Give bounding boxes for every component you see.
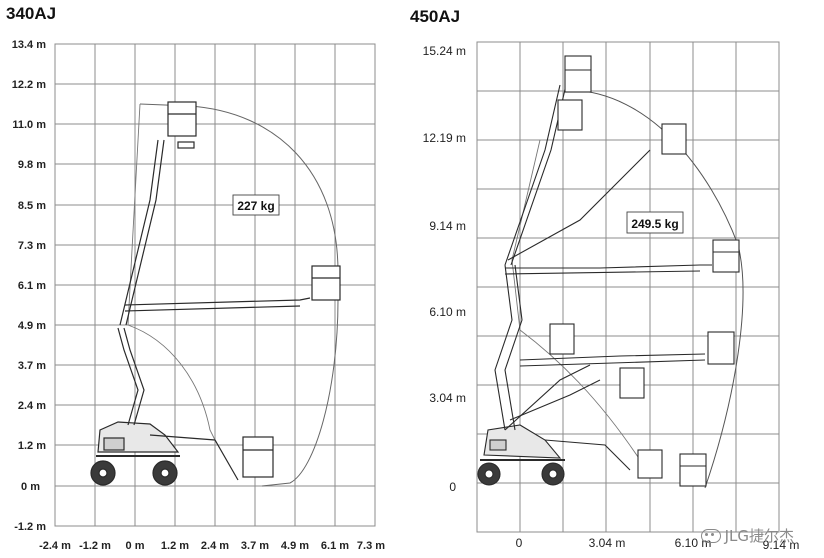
y-tick: 6.10 m <box>429 305 466 319</box>
y-tick: 8.5 m <box>18 200 46 212</box>
working-envelope-340aj <box>139 103 339 487</box>
x-tick: 1.2 m <box>161 540 189 552</box>
x-tick: -1.2 m <box>79 540 111 552</box>
chart-title-340aj: 340AJ <box>6 4 57 23</box>
y-ticks-340aj: 13.4 m 12.2 m 11.0 m 9.8 m 8.5 m 7.3 m 6… <box>12 39 46 533</box>
capacity-label-450aj: 249.5 kg <box>631 217 678 231</box>
grid-450aj <box>476 41 780 533</box>
inner-envelope-340aj <box>127 103 216 441</box>
y-tick: 9.14 m <box>429 219 466 233</box>
machine-340aj <box>90 101 341 486</box>
y-tick: 2.4 m <box>18 400 46 412</box>
x-tick: 3.7 m <box>241 540 269 552</box>
capacity-box-450aj <box>626 211 684 234</box>
machine-450aj <box>477 55 740 487</box>
x-tick: 0 <box>516 536 523 550</box>
y-tick: 6.1 m <box>18 280 46 292</box>
wechat-icon <box>700 528 721 543</box>
chart-title-450aj: 450AJ <box>410 7 461 26</box>
y-tick: 9.8 m <box>18 159 46 171</box>
inner-envelope-450aj <box>511 139 651 471</box>
x-tick: 7.3 m <box>357 540 385 552</box>
x-tick: 4.9 m <box>281 540 309 552</box>
y-tick: 11.0 m <box>12 119 46 131</box>
y-tick: 3.7 m <box>18 360 46 372</box>
y-tick: -1.2 m <box>14 521 46 533</box>
y-tick: 13.4 m <box>12 39 46 51</box>
y-tick: 0 m <box>21 481 40 493</box>
watermark-text: JLG捷尔杰 <box>724 527 794 545</box>
y-tick: 12.19 m <box>423 131 466 145</box>
capacity-box-340aj <box>232 194 280 216</box>
x-tick: 6.1 m <box>321 540 349 552</box>
x-tick: 3.04 m <box>589 536 626 550</box>
y-tick: 3.04 m <box>429 391 466 405</box>
x-tick: 2.4 m <box>201 540 229 552</box>
y-tick: 15.24 m <box>423 44 466 58</box>
x-tick: -2.4 m <box>39 540 71 552</box>
y-tick: 4.9 m <box>18 320 46 332</box>
y-tick: 0 <box>449 480 456 494</box>
x-ticks-340aj: -2.4 m -1.2 m 0 m 1.2 m 2.4 m 3.7 m 4.9 … <box>39 540 385 552</box>
x-tick: 9.14 m <box>763 538 800 552</box>
x-tick: 0 m <box>126 540 145 552</box>
y-tick: 1.2 m <box>18 440 46 452</box>
y-tick: 12.2 m <box>12 79 46 91</box>
capacity-label-340aj: 227 kg <box>237 199 274 213</box>
x-ticks-450aj: 0 3.04 m 6.10 m 9.14 m <box>516 536 800 552</box>
watermark: JLG捷尔杰 <box>700 525 794 546</box>
y-tick: 7.3 m <box>18 240 46 252</box>
working-envelope-450aj <box>569 89 744 489</box>
y-ticks-450aj: 15.24 m 12.19 m 9.14 m 6.10 m 3.04 m 0 <box>423 44 466 494</box>
